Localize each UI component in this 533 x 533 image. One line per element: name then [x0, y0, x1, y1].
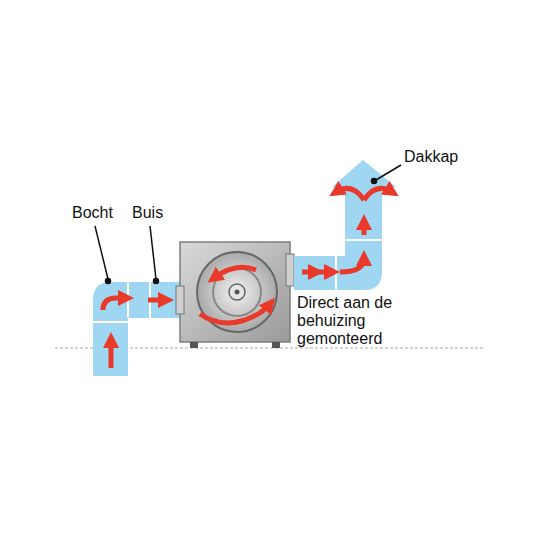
- roof-cap: [332, 160, 396, 205]
- exhaust-duct: [294, 205, 382, 290]
- part-label: Buis: [132, 204, 163, 222]
- part-label: Dakkap: [404, 148, 458, 166]
- fan-wheel: [197, 252, 277, 332]
- fan-housing: [180, 242, 290, 342]
- part-label: Bocht: [72, 204, 113, 222]
- bend-duct: [93, 282, 182, 376]
- mounting-note: Direct aan de behuizing gemonteerd: [297, 294, 415, 348]
